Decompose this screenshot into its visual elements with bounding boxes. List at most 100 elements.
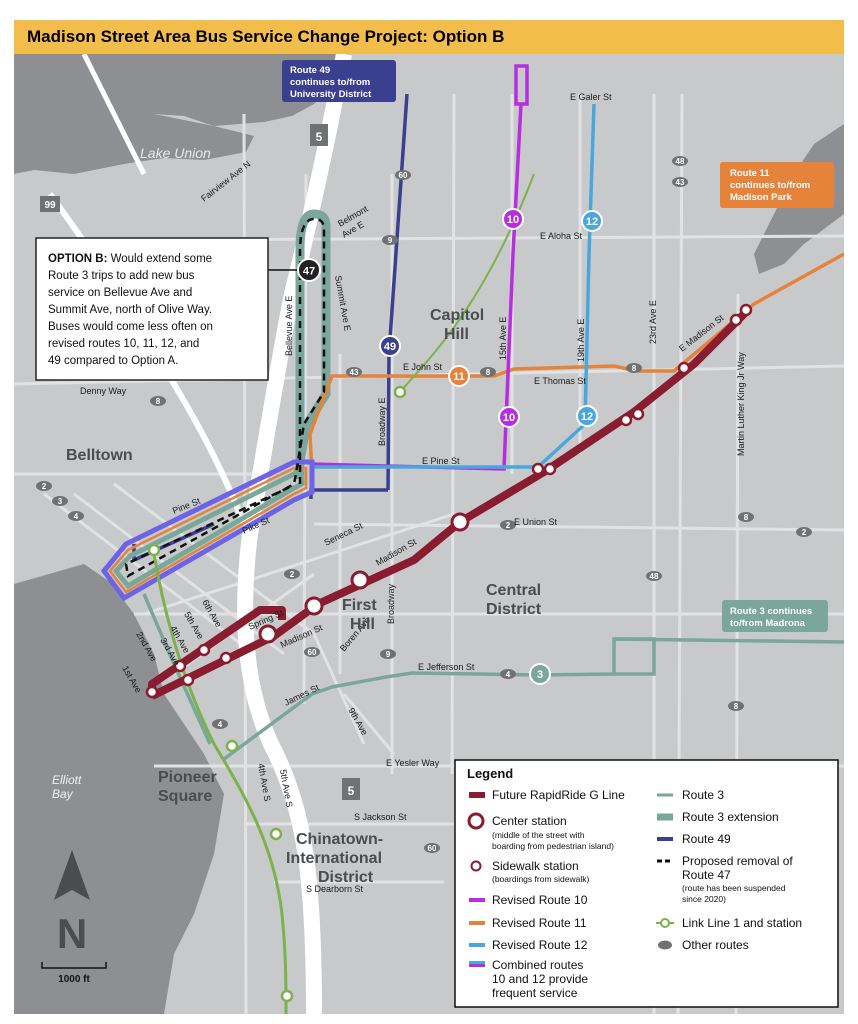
- aurora-north: [81, 54, 147, 176]
- route-8-shield: [728, 701, 744, 711]
- route-8-label: 8: [744, 513, 749, 522]
- route-8-label: 8: [486, 368, 491, 377]
- sidewalk-station: [181, 673, 195, 687]
- map-title: Madison Street Area Bus Service Change P…: [14, 20, 844, 54]
- mlk-label: Martin Luther King Jr Way: [736, 352, 746, 456]
- route-47-removal: [124, 217, 326, 578]
- legend-center-station-swatch: [467, 812, 485, 830]
- route-11-badge-label: 11: [453, 371, 465, 383]
- legend-center-station-note-1: (middle of the street with: [492, 830, 585, 840]
- route-9-shield: [382, 235, 398, 245]
- north-label: N: [57, 910, 87, 957]
- sidewalk-station: [197, 643, 211, 657]
- route-2-shield: [36, 481, 52, 491]
- route-4-shield: [212, 719, 228, 729]
- link-station: [225, 739, 239, 753]
- neighborhood-labels: Lake Union Belltown Capitol Hill First H…: [52, 145, 542, 886]
- route-8-shield: [480, 367, 496, 377]
- legend-other: Other routes: [682, 938, 749, 952]
- sidewalk-station: [677, 361, 691, 375]
- route-3-line: [222, 637, 844, 761]
- s-dearborn-label: S Dearborn St: [306, 884, 364, 894]
- legend-box: [454, 759, 839, 1008]
- route-12-badge-label: 12: [586, 216, 598, 228]
- legend-link: Link Line 1 and station: [682, 916, 802, 930]
- callout-line-4: Summit Ave, north of Olive Way.: [48, 304, 212, 316]
- route-11-line: [308, 252, 844, 475]
- route-47-badge-label: 47: [303, 266, 315, 278]
- e-galer-label: E Galer St: [570, 92, 612, 102]
- central-district-label-1: Central: [486, 582, 541, 599]
- lake-union-label: Lake Union: [140, 145, 211, 161]
- i5-shield-label: 5: [316, 130, 323, 144]
- route-12-badge: [576, 405, 598, 427]
- legend-combined-swatch-bottom: [469, 964, 485, 967]
- legend-route3ext: Route 3 extension: [682, 810, 779, 824]
- route-11-flag-text: Route 11 continues to/from Madison Park: [730, 168, 810, 203]
- route-2-label: 2: [42, 482, 47, 491]
- legend: Legend Future RapidRide G Line Center st…: [467, 766, 802, 1000]
- chinatown-label-1: Chinatown-: [296, 831, 383, 848]
- route-43-label: 43: [676, 178, 685, 187]
- legend-link-swatch: [660, 918, 670, 928]
- route-2-shield: [796, 527, 812, 537]
- link-line-1: [152, 553, 288, 1014]
- sidewalk-station: [543, 462, 557, 476]
- callout-line-3: service on Bellevue Ave and: [48, 287, 192, 299]
- route-3-label: 3: [58, 497, 63, 506]
- route-47-badge: [297, 258, 321, 282]
- route-4-shield: [68, 511, 84, 521]
- elliott-bay-water: [14, 564, 224, 1014]
- route-12-badge-label: 12: [581, 411, 593, 423]
- legend-route10: Revised Route 10: [492, 893, 588, 907]
- grid-road: [342, 693, 396, 755]
- e-thomas-label: E Thomas St: [534, 376, 586, 386]
- belltown-label: Belltown: [66, 447, 133, 464]
- capitol-hill-label-2: Hill: [444, 326, 469, 343]
- link-stations: [147, 385, 407, 1003]
- route-49-flag-line-1: Route 49: [290, 65, 330, 76]
- route-4-label: 4: [74, 512, 79, 521]
- legend-sidewalk-station: Sidewalk station: [492, 859, 579, 873]
- route-10-badge-label: 10: [507, 214, 519, 226]
- route-3-badge: [529, 663, 551, 685]
- rapidride-stations: [145, 303, 753, 699]
- route-49-badge-label: 49: [384, 341, 396, 353]
- route-10-badge-label: 10: [503, 412, 515, 424]
- legend-combined-3: frequent service: [492, 986, 578, 1000]
- pioneer-square-label-2: Square: [158, 788, 212, 805]
- grid-road: [313, 522, 844, 532]
- capitol-hill-label-1: Capitol: [430, 307, 484, 324]
- e-union-label: E Union St: [514, 517, 558, 527]
- legend-combined-1: Combined routes: [492, 958, 583, 972]
- legend-combined-swatch-top: [469, 961, 485, 964]
- sr99-shield-label: 99: [44, 200, 56, 211]
- route-3-extension: [293, 209, 331, 479]
- i5-shield: [310, 124, 328, 146]
- sidewalk-station: [739, 303, 753, 317]
- elliott-bay-label-1: Elliott: [52, 773, 82, 787]
- callout-line-1: OPTION B: Would extend some: [48, 253, 212, 265]
- legend-center-station-note-2: boarding from pedestrian island): [492, 841, 614, 851]
- legend-sidewalk-station-swatch: [470, 860, 482, 872]
- broadway-e-label: Broadway E: [377, 397, 387, 446]
- link-station: [147, 543, 161, 557]
- route-48-shield: [672, 156, 688, 166]
- legend-route49: Route 49: [682, 832, 731, 846]
- pioneer-square-label-1: Pioneer: [158, 769, 217, 786]
- center-station: [304, 596, 324, 616]
- map-canvas: 47 49 10 10 11 12 12 3 5: [14, 54, 844, 1014]
- legend-center-station: Center station: [492, 814, 567, 828]
- combined-routes-outline: [100, 459, 315, 602]
- chinatown-label-2: International: [286, 850, 382, 867]
- route-badges: 47 49 10 10 11 12 12 3: [297, 208, 603, 685]
- route-49-flag-line-2: continues to/from: [290, 77, 370, 88]
- route-11-flag-line-2: continues to/from: [730, 180, 810, 191]
- route-8-shield: [738, 512, 754, 522]
- route-9-label: 9: [386, 650, 391, 659]
- e-yesler-label: E Yesler Way: [386, 758, 440, 768]
- callout-heading: OPTION B:: [48, 253, 107, 265]
- callout-text: OPTION B: Would extend some Route 3 trip…: [48, 253, 213, 367]
- e-aloha-label: E Aloha St: [540, 231, 583, 241]
